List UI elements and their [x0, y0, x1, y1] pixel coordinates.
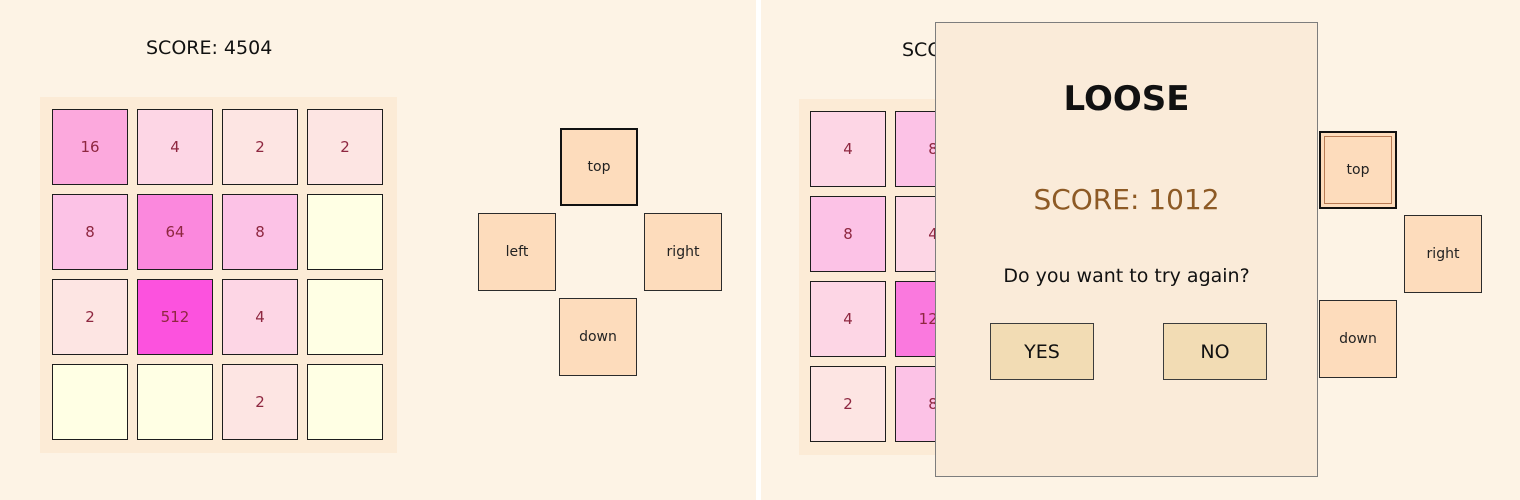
- tile-r0-c2: 2: [222, 109, 298, 185]
- move-down-button[interactable]: down: [559, 298, 637, 376]
- dialog-question: Do you want to try again?: [1003, 265, 1250, 287]
- move-right-button[interactable]: right: [1404, 215, 1482, 293]
- yes-button[interactable]: YES: [990, 323, 1094, 380]
- move-right-button[interactable]: right: [644, 213, 722, 291]
- tile-r0-c0: 16: [52, 109, 128, 185]
- score-label: SCORE: 4504: [146, 37, 273, 59]
- tile-r3-c0: 2: [810, 366, 886, 442]
- tile-r3-c1: [137, 364, 213, 440]
- tile-r3-c0: [52, 364, 128, 440]
- left-game-panel: SCORE: 4504 16 4 2 2 8 64 8 2 512 4 2 to…: [0, 0, 756, 500]
- tile-r3-c3: [307, 364, 383, 440]
- tile-r2-c1: 512: [137, 279, 213, 355]
- tile-r2-c3: [307, 279, 383, 355]
- game-over-dialog: LOOSE SCORE: 1012 Do you want to try aga…: [935, 22, 1318, 477]
- tile-r1-c1: 64: [137, 194, 213, 270]
- move-up-button[interactable]: top: [560, 128, 638, 206]
- move-down-button[interactable]: down: [1319, 300, 1397, 378]
- move-left-button[interactable]: left: [478, 213, 556, 291]
- tile-r0-c3: 2: [307, 109, 383, 185]
- no-button[interactable]: NO: [1163, 323, 1267, 380]
- tile-r2-c2: 4: [222, 279, 298, 355]
- tile-r1-c0: 8: [810, 196, 886, 272]
- tile-r2-c0: 4: [810, 281, 886, 357]
- tile-r0-c1: 4: [137, 109, 213, 185]
- tile-r2-c0: 2: [52, 279, 128, 355]
- tile-r1-c0: 8: [52, 194, 128, 270]
- tile-r1-c2: 8: [222, 194, 298, 270]
- tile-r0-c0: 4: [810, 111, 886, 187]
- dialog-title: LOOSE: [1063, 79, 1190, 119]
- tile-r1-c3: [307, 194, 383, 270]
- move-up-button[interactable]: top: [1319, 131, 1397, 209]
- dialog-score: SCORE: 1012: [1033, 183, 1220, 216]
- tile-r3-c2: 2: [222, 364, 298, 440]
